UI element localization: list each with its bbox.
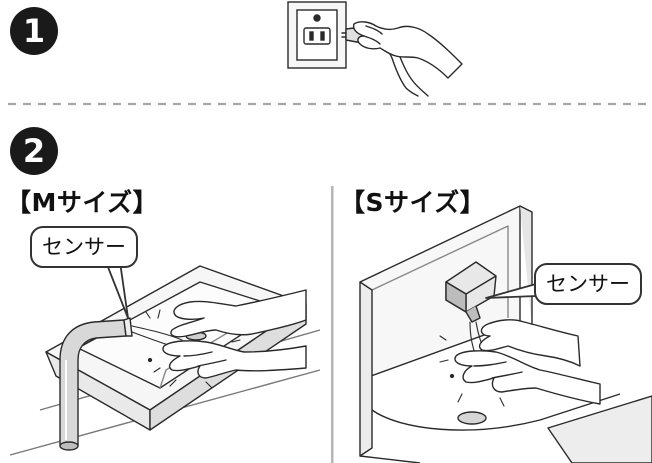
step-number-1: 1 [10, 7, 58, 55]
sensor-label-s: センサー [534, 263, 642, 305]
sensor-label-m: センサー [30, 226, 138, 268]
callout-pointer-m [106, 262, 128, 318]
step-number-2: 2 [10, 127, 58, 175]
s-size-heading: 【Sサイズ】 [340, 183, 485, 219]
vertical-divider [331, 186, 334, 463]
hand-icon [354, 22, 462, 78]
power-outlet-icon [288, 2, 346, 68]
m-size-heading: 【Mサイズ】 [6, 183, 158, 219]
